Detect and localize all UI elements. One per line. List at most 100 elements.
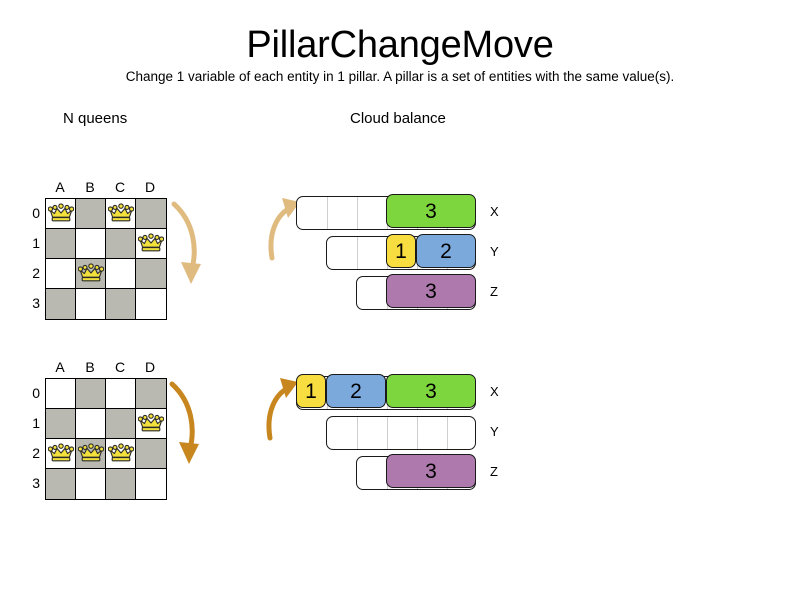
page-subtitle: Change 1 variable of each entity in 1 pi… [125,69,675,84]
board-cell[interactable] [136,379,166,409]
capacity-tick [357,197,358,229]
board-cell[interactable] [46,229,76,259]
board-cell[interactable] [46,409,76,439]
board-cell[interactable] [106,259,136,289]
board-cell[interactable] [136,259,166,289]
board-cell[interactable] [106,229,136,259]
board-row-label: 3 [32,475,40,491]
page-title: PillarChangeMove [246,24,554,66]
cloud-process-segment[interactable]: 1 [296,374,326,409]
queen-icon [78,443,104,462]
board-cell[interactable] [46,439,76,469]
arrow-cloud-after-out [266,378,298,441]
cloud-computer-label: Y [490,424,499,439]
cloud-process-segment[interactable]: 3 [386,274,476,309]
cloud-process-segment[interactable]: 3 [386,374,476,409]
board-cell[interactable] [76,409,106,439]
cloud-process-label: 3 [425,459,437,483]
cloud-process-label: 1 [395,239,407,263]
board-column-label: D [144,359,156,375]
board-cell[interactable] [76,439,106,469]
board-cell[interactable] [76,259,106,289]
board-cell[interactable] [106,289,136,319]
queen-icon [48,203,74,222]
board-cell[interactable] [76,289,106,319]
cloud-computer-label: X [490,204,499,219]
board-cell[interactable] [136,229,166,259]
queen-icon [108,443,134,462]
board-cell[interactable] [136,199,166,229]
cloud-process-segment[interactable]: 3 [386,454,476,489]
capacity-tick [357,417,358,449]
cloud-process-label: 3 [425,279,437,303]
capacity-tick [357,237,358,269]
cloud-process-segment[interactable]: 3 [386,194,476,229]
queen-piece[interactable] [78,263,104,285]
queen-piece[interactable] [108,203,134,225]
board-cell[interactable] [46,199,76,229]
board-column-label: A [55,359,65,375]
cloud-process-label: 2 [440,239,452,263]
board-cell[interactable] [76,199,106,229]
section-heading-nqueens: N queens [63,110,128,127]
board-cell[interactable] [46,379,76,409]
cloud-process-segment[interactable]: 2 [416,234,476,269]
board-cell[interactable] [136,289,166,319]
board-column-label: D [144,179,156,195]
board-row-label: 2 [32,265,40,281]
arrow-cloud-before-to-after [268,198,300,261]
board-column-label: B [85,179,95,195]
board-cell[interactable] [106,199,136,229]
cloud-computer-label: Z [490,464,498,479]
board-cell[interactable] [106,439,136,469]
board-cell[interactable] [76,469,106,499]
capacity-tick [327,197,328,229]
board-row-label: 2 [32,445,40,461]
queen-piece[interactable] [48,443,74,465]
cloud-computer-label: Z [490,284,498,299]
board-cells [45,198,167,320]
board-row-label: 3 [32,295,40,311]
queen-icon [48,443,74,462]
cloud-process-segment[interactable]: 2 [326,374,386,409]
queen-piece[interactable] [138,233,164,255]
board-row-label: 1 [32,415,40,431]
board-cell[interactable] [46,469,76,499]
cloud-process-segment[interactable]: 1 [386,234,416,269]
board-cell[interactable] [136,469,166,499]
board-cell[interactable] [106,469,136,499]
queen-piece[interactable] [108,443,134,465]
board-column-label: C [114,359,126,375]
cloud-process-label: 2 [350,379,362,403]
cloud-capacity-bar[interactable] [326,416,476,450]
queen-icon [138,413,164,432]
cloud-computer-label: Y [490,244,499,259]
section-heading-cloud: Cloud balance [350,110,446,127]
queen-piece[interactable] [48,203,74,225]
board-cell[interactable] [136,409,166,439]
board-cell[interactable] [76,379,106,409]
board-cells [45,378,167,500]
board-row-label: 1 [32,235,40,251]
board-cell[interactable] [46,289,76,319]
board-cell[interactable] [76,229,106,259]
queen-icon [108,203,134,222]
queen-icon [78,263,104,282]
board-cell[interactable] [46,259,76,289]
queen-piece[interactable] [138,413,164,435]
queen-piece[interactable] [78,443,104,465]
capacity-tick [417,417,418,449]
queen-icon [138,233,164,252]
cloud-process-label: 3 [425,379,437,403]
board-cell[interactable] [106,379,136,409]
board-cell[interactable] [136,439,166,469]
capacity-tick [447,417,448,449]
board-column-label: A [55,179,65,195]
cloud-process-label: 3 [425,199,437,223]
board-cell[interactable] [106,409,136,439]
board-row-label: 0 [32,385,40,401]
